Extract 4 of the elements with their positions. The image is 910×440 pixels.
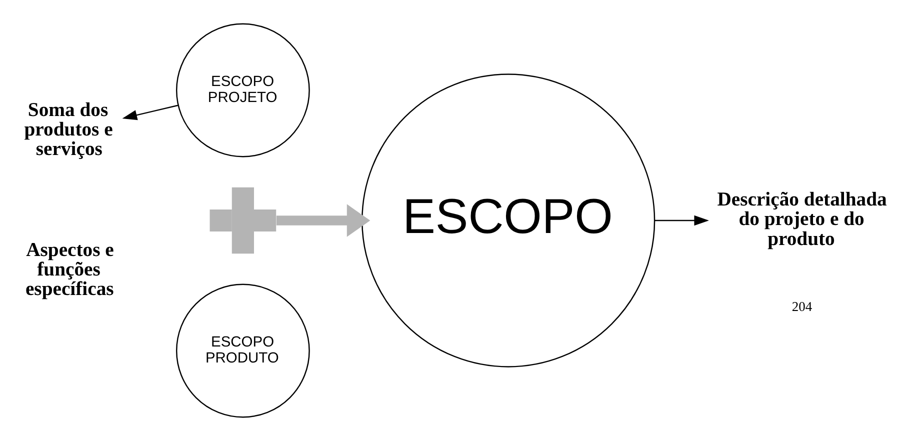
node-text: Descrição detalhada do projeto e do produto xyxy=(716,188,886,250)
label: 204 xyxy=(791,298,812,314)
node-label: Aspectos e funções específicas xyxy=(24,238,114,300)
node-text: Soma dos produtos e serviços xyxy=(24,98,112,160)
